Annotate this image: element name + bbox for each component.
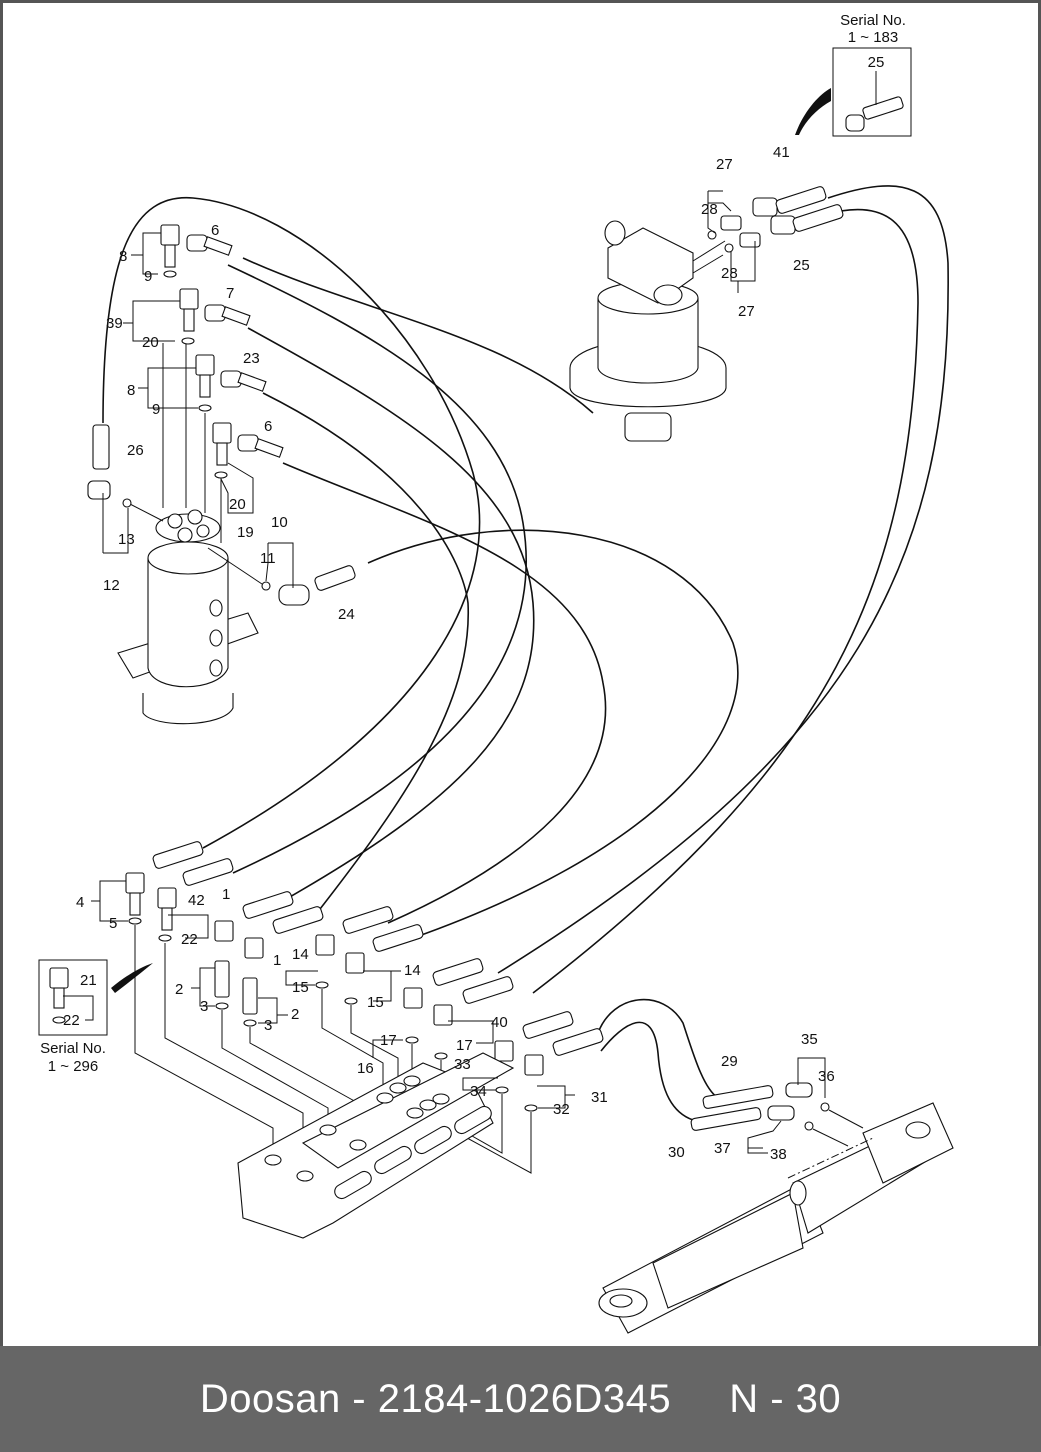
hose-24 <box>367 529 739 939</box>
callout-22-inset: 22 <box>63 1012 80 1029</box>
callout-29: 29 <box>721 1053 738 1070</box>
footer-bar: Doosan - 2184-1026D345 N - 30 <box>0 1346 1041 1452</box>
control-valve <box>237 1052 515 1239</box>
footer-brand: Doosan <box>199 1376 341 1421</box>
footer-gap <box>671 1377 729 1422</box>
callout-31: 31 <box>591 1089 608 1106</box>
callout-19: 19 <box>237 524 254 541</box>
callout-5: 5 <box>109 915 117 932</box>
callout-13: 13 <box>118 531 135 548</box>
callout-3: 3 <box>200 998 208 1015</box>
callout-labels: 6 8 9 7 39 20 23 8 9 6 26 20 19 13 12 10… <box>76 144 835 1163</box>
callout-23: 23 <box>243 350 260 367</box>
swivel-motor <box>569 186 844 442</box>
callout-16: 16 <box>357 1060 374 1077</box>
inset-serial-range: 1 ~ 296 <box>48 1058 98 1075</box>
callout-1: 1 <box>222 886 230 903</box>
callout-14: 14 <box>292 946 309 963</box>
inset-serial-1-296: 21 22 Serial No. 1 ~ 296 <box>38 959 153 1075</box>
footer-page-label: N - 30 <box>729 1376 842 1421</box>
callout-12: 12 <box>103 577 120 594</box>
callout-24: 24 <box>338 606 355 623</box>
callout-27: 27 <box>716 156 733 173</box>
callout-17: 17 <box>456 1037 473 1054</box>
callout-11: 11 <box>260 550 276 567</box>
callout-20: 20 <box>229 496 246 513</box>
hose-swivel-body <box>242 257 594 414</box>
callout-14: 14 <box>404 962 421 979</box>
callout-28: 28 <box>701 201 718 218</box>
callout-8: 8 <box>127 382 135 399</box>
inset-serial-1-183: Serial No. 1 ~ 183 25 <box>795 12 912 137</box>
callout-9: 9 <box>152 401 160 418</box>
callout-34: 34 <box>470 1083 487 1100</box>
callout-33: 33 <box>454 1056 471 1073</box>
callout-17: 17 <box>380 1032 397 1049</box>
diagram-frame: Serial No. 1 ~ 183 25 21 22 Serial No. 1… <box>0 0 1041 1346</box>
left-fittings <box>87 224 356 606</box>
callout-9: 9 <box>144 268 152 285</box>
callout-2: 2 <box>175 981 183 998</box>
footer-part-number: 2184-1026D345 <box>377 1376 672 1421</box>
inset-serial-range: 1 ~ 183 <box>848 29 898 46</box>
callout-6: 6 <box>264 418 272 435</box>
footer-separator: - <box>340 1376 378 1421</box>
callout-37: 37 <box>714 1140 731 1157</box>
callout-6: 6 <box>211 222 219 239</box>
hose-6-lower <box>282 462 607 924</box>
callout-27: 27 <box>738 303 755 320</box>
callout-3: 3 <box>264 1017 272 1034</box>
callout-10: 10 <box>271 514 288 531</box>
callout-40: 40 <box>491 1014 508 1031</box>
callout-25-inset: 25 <box>868 54 885 71</box>
callout-1: 1 <box>273 952 281 969</box>
bottom-fittings <box>125 841 604 1112</box>
hydraulic-parts-diagram: Serial No. 1 ~ 183 25 21 22 Serial No. 1… <box>38 12 954 1334</box>
callout-7: 7 <box>226 285 234 302</box>
callout-brackets <box>91 190 826 1154</box>
cylinder-fittings <box>690 1082 864 1147</box>
callout-8: 8 <box>119 248 127 265</box>
hose-26-loop <box>102 196 481 849</box>
center-joint <box>117 343 266 725</box>
inset-serial-label: Serial No. <box>40 1040 106 1057</box>
callout-32: 32 <box>553 1101 570 1118</box>
callout-21: 21 <box>80 972 97 989</box>
callout-4: 4 <box>76 894 84 911</box>
callout-36: 36 <box>818 1068 835 1085</box>
hose-7 <box>247 327 535 899</box>
callout-41: 41 <box>773 144 790 161</box>
callout-38: 38 <box>770 1146 787 1163</box>
hose-41 <box>497 185 949 974</box>
hose-23 <box>262 392 469 919</box>
callout-26: 26 <box>127 442 144 459</box>
callout-20: 20 <box>142 334 159 351</box>
callout-22: 22 <box>181 931 198 948</box>
inset-serial-label: Serial No. <box>840 12 906 29</box>
hose-29 <box>597 998 719 1099</box>
callout-39: 39 <box>106 315 123 332</box>
hose-30 <box>600 1021 694 1121</box>
hoses <box>102 185 949 1121</box>
callout-15: 15 <box>292 979 309 996</box>
hose-6-upper <box>227 264 527 874</box>
callout-15: 15 <box>367 994 384 1011</box>
hydraulic-cylinder <box>598 1102 954 1334</box>
callout-28: 28 <box>721 265 738 282</box>
callout-25: 25 <box>793 257 810 274</box>
hose-25 <box>532 208 919 994</box>
callout-30: 30 <box>668 1144 685 1161</box>
callout-2: 2 <box>291 1006 299 1023</box>
callout-42: 42 <box>188 892 205 909</box>
callout-35: 35 <box>801 1031 818 1048</box>
